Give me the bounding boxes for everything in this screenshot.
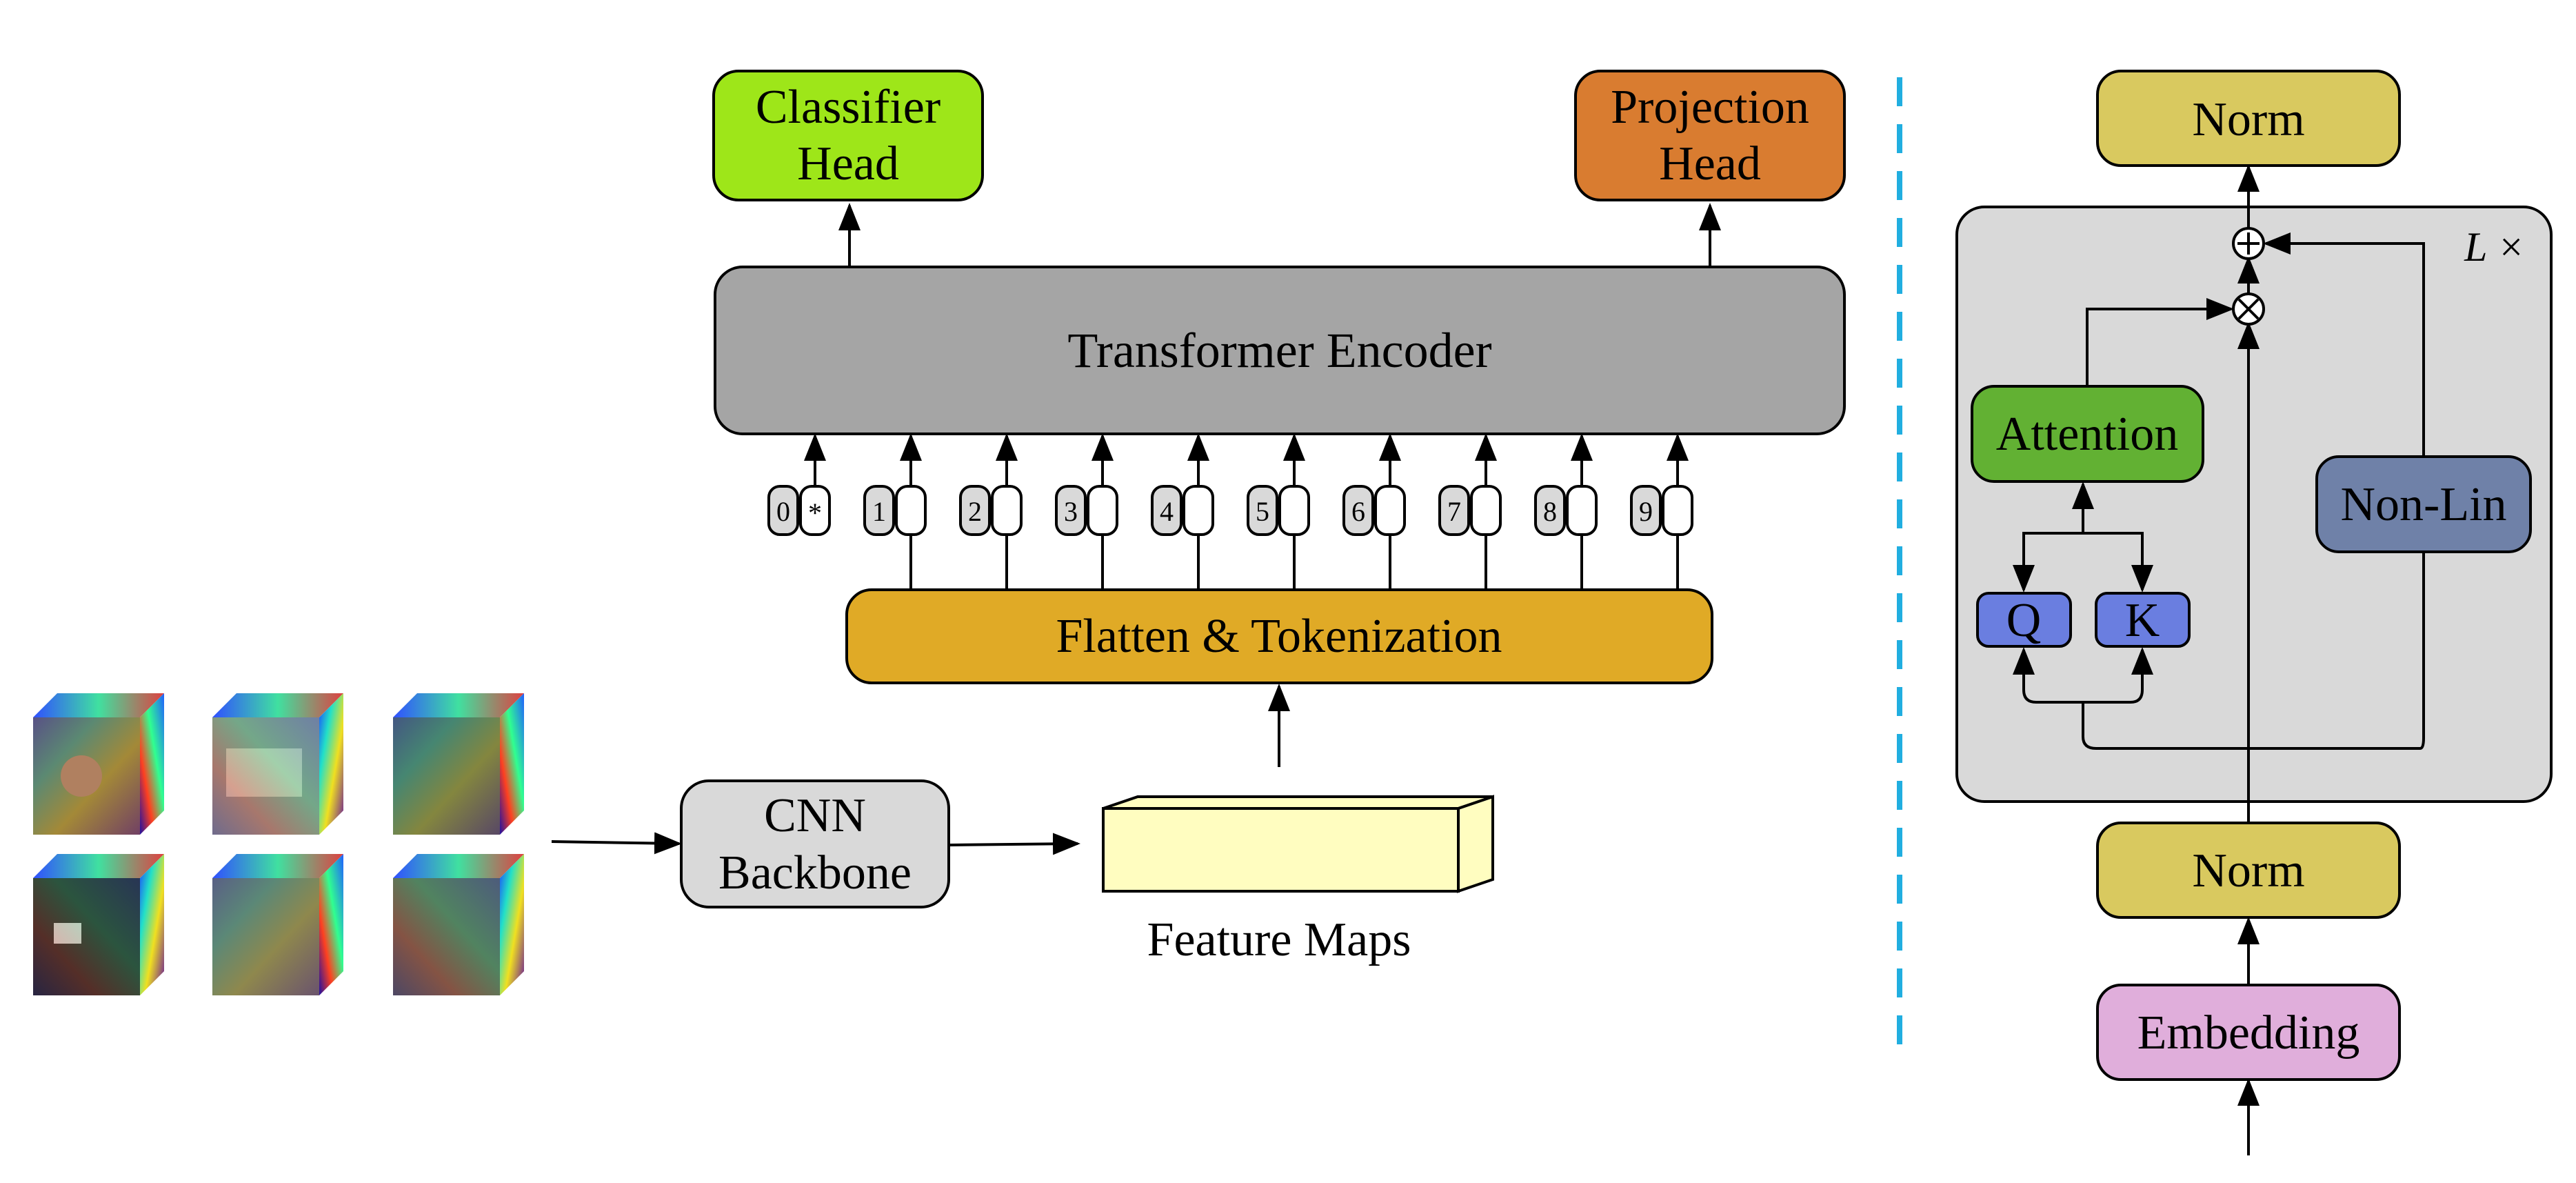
cnn-backbone-label-1: CNN: [764, 789, 866, 842]
token-index-label: 0: [776, 496, 790, 527]
token-index-box: [1151, 485, 1183, 536]
input-cubes: [33, 693, 524, 995]
token-index-box: [1342, 485, 1374, 536]
token-index-box: [1247, 485, 1278, 536]
token-index-label: 3: [1064, 496, 1078, 527]
k-label: K: [2125, 594, 2160, 647]
token-embedding-box: [991, 485, 1023, 536]
projection-head-block: Projection Head: [1574, 70, 1846, 201]
input-cube-5: [212, 854, 343, 995]
token-4: 4: [1151, 433, 1214, 590]
token-6: 6: [1342, 433, 1406, 590]
token-index-box: [1534, 485, 1566, 536]
token-7: 7: [1438, 433, 1502, 590]
attention-block: Attention: [1971, 385, 2204, 483]
token-index-label: 7: [1447, 496, 1461, 527]
multiply-operator: [2232, 292, 2265, 326]
flatten-tokenization-label: Flatten & Tokenization: [1056, 610, 1502, 663]
token-2: 2: [959, 433, 1023, 590]
norm-top-label: Norm: [2192, 93, 2304, 146]
feature-maps-label: Feature Maps: [1147, 913, 1411, 966]
embedding-label: Embedding: [2137, 1006, 2360, 1060]
token-index-box: [863, 485, 895, 536]
token-index-label: 1: [872, 496, 886, 527]
token-8: 8: [1534, 433, 1598, 590]
classifier-head-label-1: Classifier: [756, 81, 940, 134]
token-index-box: [767, 485, 799, 536]
cnn-backbone-label-2: Backbone: [718, 846, 912, 899]
cnn-backbone-block: CNN Backbone: [680, 779, 950, 908]
token-index-label: 5: [1256, 496, 1269, 527]
token-0: 0*: [767, 433, 831, 536]
transformer-encoder-block: Transformer Encoder: [714, 266, 1846, 435]
token-embedding-box: [895, 485, 927, 536]
norm-bottom-block: Norm: [2096, 822, 2401, 919]
input-cube-1: [33, 693, 164, 835]
token-embedding-box: [1374, 485, 1406, 536]
token-5: 5: [1247, 433, 1310, 590]
repeat-label: L ×: [2464, 224, 2525, 270]
repeat-block-container: [1955, 206, 2553, 803]
token-index-box: [1438, 485, 1470, 536]
token-index-box: [1630, 485, 1662, 536]
token-embedding-box: [1566, 485, 1598, 536]
classifier-head-block: Classifier Head: [712, 70, 984, 201]
token-index-label: 9: [1639, 496, 1653, 527]
input-cube-3: [393, 693, 524, 835]
arrow-attention-to-multiply: [2086, 298, 2234, 386]
arrow-input-to-cnn: [551, 832, 682, 855]
token-embedding-box: [1183, 485, 1214, 536]
token-9: 9: [1630, 433, 1693, 590]
embedding-block: Embedding: [2096, 984, 2401, 1081]
input-cube-6: [393, 854, 524, 995]
add-operator: [2232, 227, 2265, 260]
feature-maps-block: Feature Maps: [1102, 795, 1494, 966]
non-lin-block: Non-Lin: [2315, 455, 2532, 553]
k-block: K: [2095, 592, 2191, 648]
projection-head-label-1: Projection: [1611, 81, 1809, 134]
token-index-label: 4: [1160, 496, 1174, 527]
token-1: 1: [863, 433, 927, 590]
classifier-head-label-2: Head: [797, 137, 899, 190]
token-embedding-box: [1278, 485, 1310, 536]
token-index-label: 2: [968, 496, 982, 527]
token-3: 3: [1055, 433, 1118, 590]
token-index-box: [959, 485, 991, 536]
token-embedding-box: [1662, 485, 1693, 536]
cls-token-symbol: *: [808, 497, 822, 528]
token-embedding-box: [1087, 485, 1118, 536]
non-lin-label: Non-Lin: [2340, 478, 2506, 531]
loop-line: [2082, 552, 2425, 750]
norm-bottom-label: Norm: [2192, 844, 2304, 897]
token-index-box: [1055, 485, 1087, 536]
token-index-label: 8: [1543, 496, 1557, 527]
transformer-encoder-label: Transformer Encoder: [1067, 323, 1491, 378]
input-cube-2: [212, 693, 343, 835]
flatten-tokenization-block: Flatten & Tokenization: [845, 588, 1713, 684]
arrow-cnn-to-feature-maps: [949, 833, 1080, 855]
projection-head-label-2: Head: [1659, 137, 1761, 190]
arrow-nonlin-to-add: [2263, 232, 2425, 457]
input-cube-4: [33, 854, 164, 995]
q-block: Q: [1976, 592, 2072, 648]
attention-label: Attention: [1996, 408, 2178, 461]
token-embedding-box: [1470, 485, 1502, 536]
q-label: Q: [2006, 594, 2042, 647]
norm-top-block: Norm: [2096, 70, 2401, 167]
token-index-label: 6: [1351, 496, 1365, 527]
